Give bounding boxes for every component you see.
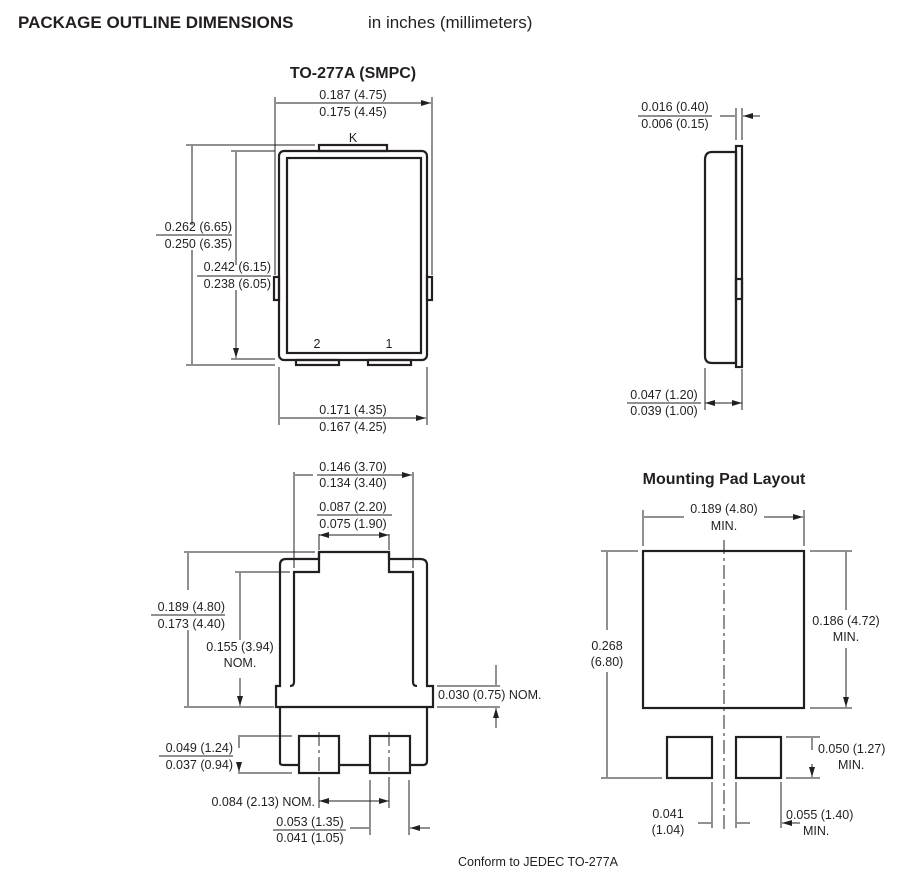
outline-stroke [289,552,418,688]
outline-stroke [187,553,240,706]
outline-stroke [317,143,389,153]
dim-flange: 0.030 (0.75) NOM. [438,688,542,702]
outline-stroke [318,732,390,775]
outline-stroke [601,550,852,779]
outline-stroke [734,735,783,780]
dim-tab-min: 0.075 (1.90) [319,517,386,531]
outline-stroke [272,275,281,302]
pad-height-min: MIN. [833,630,859,644]
outline-stroke [274,550,435,709]
pad-total-height-in: 0.268 [591,639,622,653]
dim-lead-min: 0.006 (0.15) [641,117,708,131]
dim-pin-width-max: 0.053 (1.35) [276,815,343,829]
page-title: PACKAGE OUTLINE DIMENSIONS [18,13,293,32]
dim-pitch: 0.084 (2.13) NOM. [211,795,315,809]
dim-width-max: 0.146 (3.70) [319,460,386,474]
outline-stroke [318,777,410,835]
dim-width-min: 0.134 (3.40) [319,476,386,490]
dim-bottom-width-max: 0.171 (4.35) [319,403,386,417]
dim-height-min: 0.250 (6.35) [165,237,232,251]
pad-height-dim: 0.186 (4.72) [812,614,879,628]
page-title-units: in inches (millimeters) [368,13,532,32]
pad-layout-title: Mounting Pad Layout [643,471,806,488]
outline-stroke [191,146,236,364]
outline-stroke [274,97,433,275]
mounting-pad-layout: Mounting Pad Layout 0.189 (4.80) MIN. 0.… [591,471,886,838]
dim-lead-max: 0.016 (0.40) [641,100,708,114]
outline-stroke [368,734,412,775]
dim-height-min: 0.173 (4.40) [158,617,225,631]
outline-stroke [277,149,429,362]
outline-stroke [278,707,429,767]
outline-stroke [734,144,744,369]
outline-stroke [665,735,714,780]
dim-width-min: 0.175 (4.45) [319,105,386,119]
outline-stroke [786,736,820,779]
outline-stroke [238,735,292,774]
side-view: 0.016 (0.40) 0.006 (0.15) 0.047 (1.20) 0… [627,100,760,418]
outline-stroke [186,144,315,366]
outline-stroke [366,358,413,367]
dim-width-max: 0.187 (4.75) [319,88,386,102]
outline-stroke [285,156,423,355]
small-pad-height-min: MIN. [838,758,864,772]
pin-2-label: 2 [314,337,321,351]
dim-pin-height-min: 0.037 (0.94) [166,758,233,772]
dim-body-height-max: 0.242 (6.15) [204,260,271,274]
pad-width-min: MIN. [711,519,737,533]
outline-stroke [711,782,782,828]
dim-pin-width-min: 0.041 (1.05) [276,831,343,845]
pad-width-dim: 0.189 (4.80) [690,502,757,516]
pad-total-height-mm: (6.80) [591,655,624,669]
footer-note: Conform to JEDEC TO-277A [458,855,619,869]
outline-stroke [184,551,315,708]
outline-stroke [294,358,341,367]
dim-pin-height-max: 0.049 (1.24) [166,741,233,755]
small-pad-width-dim: 0.055 (1.40) [786,808,853,822]
dim-height-max: 0.189 (4.80) [158,600,225,614]
outline-stroke [703,150,738,365]
bottom-view: 0.146 (3.70) 0.134 (3.40) 0.087 (2.20) 0… [151,460,542,845]
dim-body-height-min: 0.238 (6.05) [204,277,271,291]
dim-height-max: 0.262 (6.65) [165,220,232,234]
outline-stroke [425,275,434,302]
pad-gap-in: 0.041 [652,807,683,821]
outline-stroke [734,277,744,301]
dim-pad-height-nom: 0.155 (3.94) [206,640,273,654]
package-name: TO-277A (SMPC) [290,65,416,82]
dim-thickness-max: 0.047 (1.20) [630,388,697,402]
pad-gap-mm: (1.04) [652,823,685,837]
top-view: TO-277A (SMPC) K 2 1 0.187 (4.75) 0.175 … [156,65,432,434]
dim-tab-max: 0.087 (2.20) [319,500,386,514]
pin-k-label: K [349,131,358,145]
small-pad-width-min: MIN. [803,824,829,838]
outline-stroke [293,472,414,568]
dim-bottom-width-min: 0.167 (4.25) [319,420,386,434]
dim-nom-label: NOM. [224,656,257,670]
small-pad-height-dim: 0.050 (1.27) [818,742,885,756]
pin-1-label: 1 [386,337,393,351]
outline-stroke [606,552,846,777]
dim-thickness-min: 0.039 (1.00) [630,404,697,418]
